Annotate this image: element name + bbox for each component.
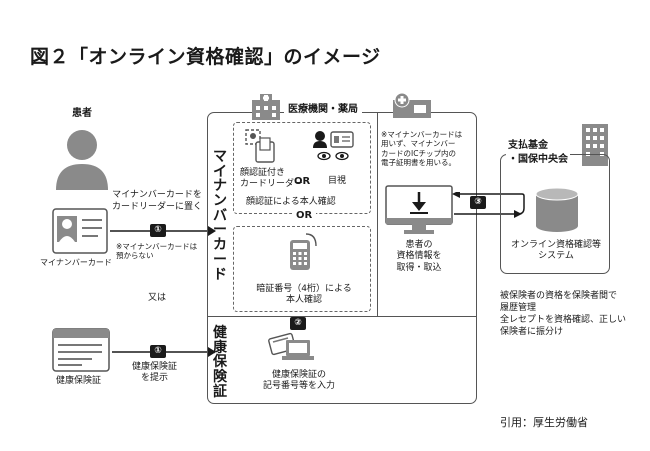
- face-reader-icon: [245, 129, 275, 163]
- ic-chip-note: ※マイナンバーカードは 用いず、マイナンバー カードのICチップ内の 電子証明書…: [381, 130, 463, 168]
- insurance-input-label: 健康保険証の 記号番号等を入力: [262, 370, 335, 392]
- card-laptop-icon: [268, 332, 314, 360]
- hospital-icon: [252, 94, 280, 120]
- or-2: OR: [292, 210, 317, 223]
- monitor-icon: [385, 185, 453, 234]
- mynumber-card-label: マイナンバーカード: [40, 258, 112, 267]
- patient-info-label: 患者の 資格情報を 取得・取込: [396, 240, 442, 273]
- facility-vertical-divider: [377, 112, 378, 316]
- insurance-vertical-label: 健康保険証: [213, 325, 227, 400]
- insurance-card-icon: [52, 328, 110, 372]
- page-title: 図２「オンライン資格確認」のイメージ: [30, 46, 381, 68]
- source-label: 引用：厚生労働省: [500, 416, 588, 429]
- badge-1-mynumber: ①: [150, 224, 166, 237]
- or-label: 又は: [148, 293, 167, 303]
- arrow-three: [452, 192, 525, 218]
- insurance-present-text: 健康保険証 を提示: [132, 362, 178, 384]
- pharmacy-icon: [393, 92, 431, 118]
- badge-2: ②: [290, 317, 306, 330]
- fund-note: 被保険者の資格を保険者間で 履歴管理 全レセプトを資格確認、正しい 保険者に振分…: [500, 291, 627, 338]
- mynumber-card-icon: [52, 208, 108, 254]
- or-1: OR: [294, 176, 311, 187]
- face-reader-label: 顔認証付き カードリーダー: [240, 168, 304, 190]
- facility-divider: [207, 316, 477, 317]
- fund-title: 支払基金 ・国保中央会: [506, 139, 570, 166]
- pin-terminal-icon: [290, 233, 317, 270]
- system-label: オンライン資格確認等 システム: [510, 240, 601, 262]
- face-auth-label: 顔認証による本人確認: [246, 197, 336, 207]
- patient-label: 患者: [72, 108, 92, 119]
- person-icon: [56, 130, 108, 190]
- pin-auth-box: [233, 226, 371, 312]
- mynumber-place-text: マイナンバーカードを カードリーダーに置く: [112, 190, 203, 212]
- insurance-card-label: 健康保険証: [56, 376, 102, 386]
- pin-auth-label: 暗証番号（4桁）による 本人確認: [256, 284, 352, 306]
- mynumber-note: ※マイナンバーカードは 預からない: [116, 242, 198, 261]
- badge-3: ③: [470, 196, 486, 209]
- mynumber-vertical-label: マイナンバーカード: [213, 149, 227, 283]
- badge-1-insurance: ①: [150, 345, 166, 358]
- visual-check-icon: [313, 131, 354, 161]
- facility-title: 医療機関・薬局: [284, 104, 362, 117]
- visual-check-label: 目視: [328, 176, 347, 186]
- database-icon: [535, 187, 579, 232]
